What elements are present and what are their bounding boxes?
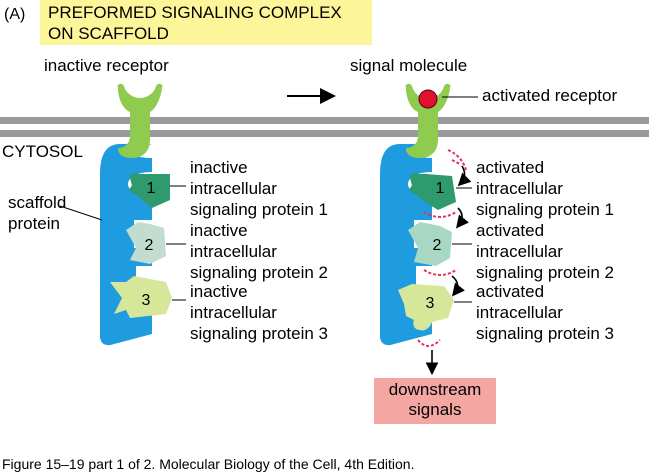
label-line: intracellular bbox=[476, 242, 563, 261]
signal-molecule bbox=[418, 89, 438, 109]
protein-1-activated bbox=[409, 173, 456, 210]
downstream-signals-box: downstream signals bbox=[374, 378, 496, 424]
right-protein-3-number: 3 bbox=[426, 295, 435, 312]
label-line: intracellular bbox=[476, 303, 563, 322]
label-line: intracellular bbox=[476, 179, 563, 198]
inactive-receptor bbox=[117, 83, 163, 158]
right-protein-3-label: activated intracellular signaling protei… bbox=[476, 281, 614, 344]
figure-caption: Figure 15–19 part 1 of 2. Molecular Biol… bbox=[2, 456, 415, 472]
scaffold-label-line-2: protein bbox=[8, 214, 60, 233]
title-line-1: PREFORMED SIGNALING COMPLEX bbox=[48, 3, 342, 22]
right-protein-2-number: 2 bbox=[433, 237, 442, 254]
protein-2-activated bbox=[408, 222, 452, 266]
label-line: signaling protein 2 bbox=[476, 263, 614, 282]
leader-lines bbox=[59, 96, 478, 303]
label-line: activated bbox=[476, 158, 545, 177]
scaffold-label-line-1: scaffold bbox=[8, 193, 67, 212]
protein-3-inactive bbox=[110, 276, 172, 318]
left-protein-2-number: 2 bbox=[145, 237, 154, 254]
label-line: intracellular bbox=[190, 303, 277, 322]
protein-1-inactive bbox=[129, 173, 170, 208]
right-protein-1-label: activated intracellular signaling protei… bbox=[476, 157, 614, 220]
activated-receptor-label: activated receptor bbox=[482, 86, 618, 105]
left-protein-1-number: 1 bbox=[147, 180, 156, 197]
activation-burst-4 bbox=[417, 339, 441, 347]
downstream-line-2: signals bbox=[408, 400, 462, 419]
label-line: activated bbox=[476, 221, 545, 240]
left-protein-3-number: 3 bbox=[142, 292, 151, 309]
label-line: signaling protein 2 bbox=[190, 263, 328, 282]
left-protein-1-label: inactive intracellular signaling protein… bbox=[190, 157, 328, 220]
right-protein-1-number: 1 bbox=[436, 180, 445, 197]
label-line: inactive bbox=[190, 221, 248, 240]
label-line: signaling protein 3 bbox=[476, 324, 614, 343]
label-line: signaling protein 1 bbox=[476, 200, 614, 219]
right-protein-2-label: activated intracellular signaling protei… bbox=[476, 220, 614, 283]
activation-burst-1 bbox=[447, 149, 467, 171]
activation-burst-2 bbox=[423, 211, 457, 218]
label-line: inactive bbox=[190, 282, 248, 301]
activation-arrows bbox=[451, 165, 472, 297]
label-line: intracellular bbox=[190, 179, 277, 198]
title-line-2: ON SCAFFOLD bbox=[48, 24, 169, 43]
inactive-receptor-label: inactive receptor bbox=[44, 56, 169, 75]
label-line: intracellular bbox=[190, 242, 277, 261]
scaffold-protein-left bbox=[100, 144, 152, 346]
protein-2-inactive bbox=[126, 222, 166, 264]
label-line: signaling protein 3 bbox=[190, 324, 328, 343]
label-line: signaling protein 1 bbox=[190, 200, 328, 219]
title-box: PREFORMED SIGNALING COMPLEX ON SCAFFOLD bbox=[40, 0, 372, 45]
scaffold-protein-label: scaffold protein bbox=[8, 192, 66, 234]
activated-receptor bbox=[405, 83, 451, 158]
left-protein-3-label: inactive intracellular signaling protein… bbox=[190, 281, 328, 344]
scaffold-protein-right bbox=[380, 144, 432, 346]
activation-burst-3 bbox=[423, 269, 457, 276]
plasma-membrane bbox=[0, 117, 649, 137]
downstream-line-1: downstream bbox=[388, 380, 482, 399]
signal-molecule-label: signal molecule bbox=[350, 56, 468, 75]
label-line: activated bbox=[476, 282, 545, 301]
left-protein-2-label: inactive intracellular signaling protein… bbox=[190, 220, 328, 283]
protein-3-activated bbox=[398, 284, 454, 331]
cytosol-label: CYTOSOL bbox=[2, 142, 83, 161]
panel-letter: (A) bbox=[4, 6, 26, 23]
label-line: inactive bbox=[190, 158, 248, 177]
